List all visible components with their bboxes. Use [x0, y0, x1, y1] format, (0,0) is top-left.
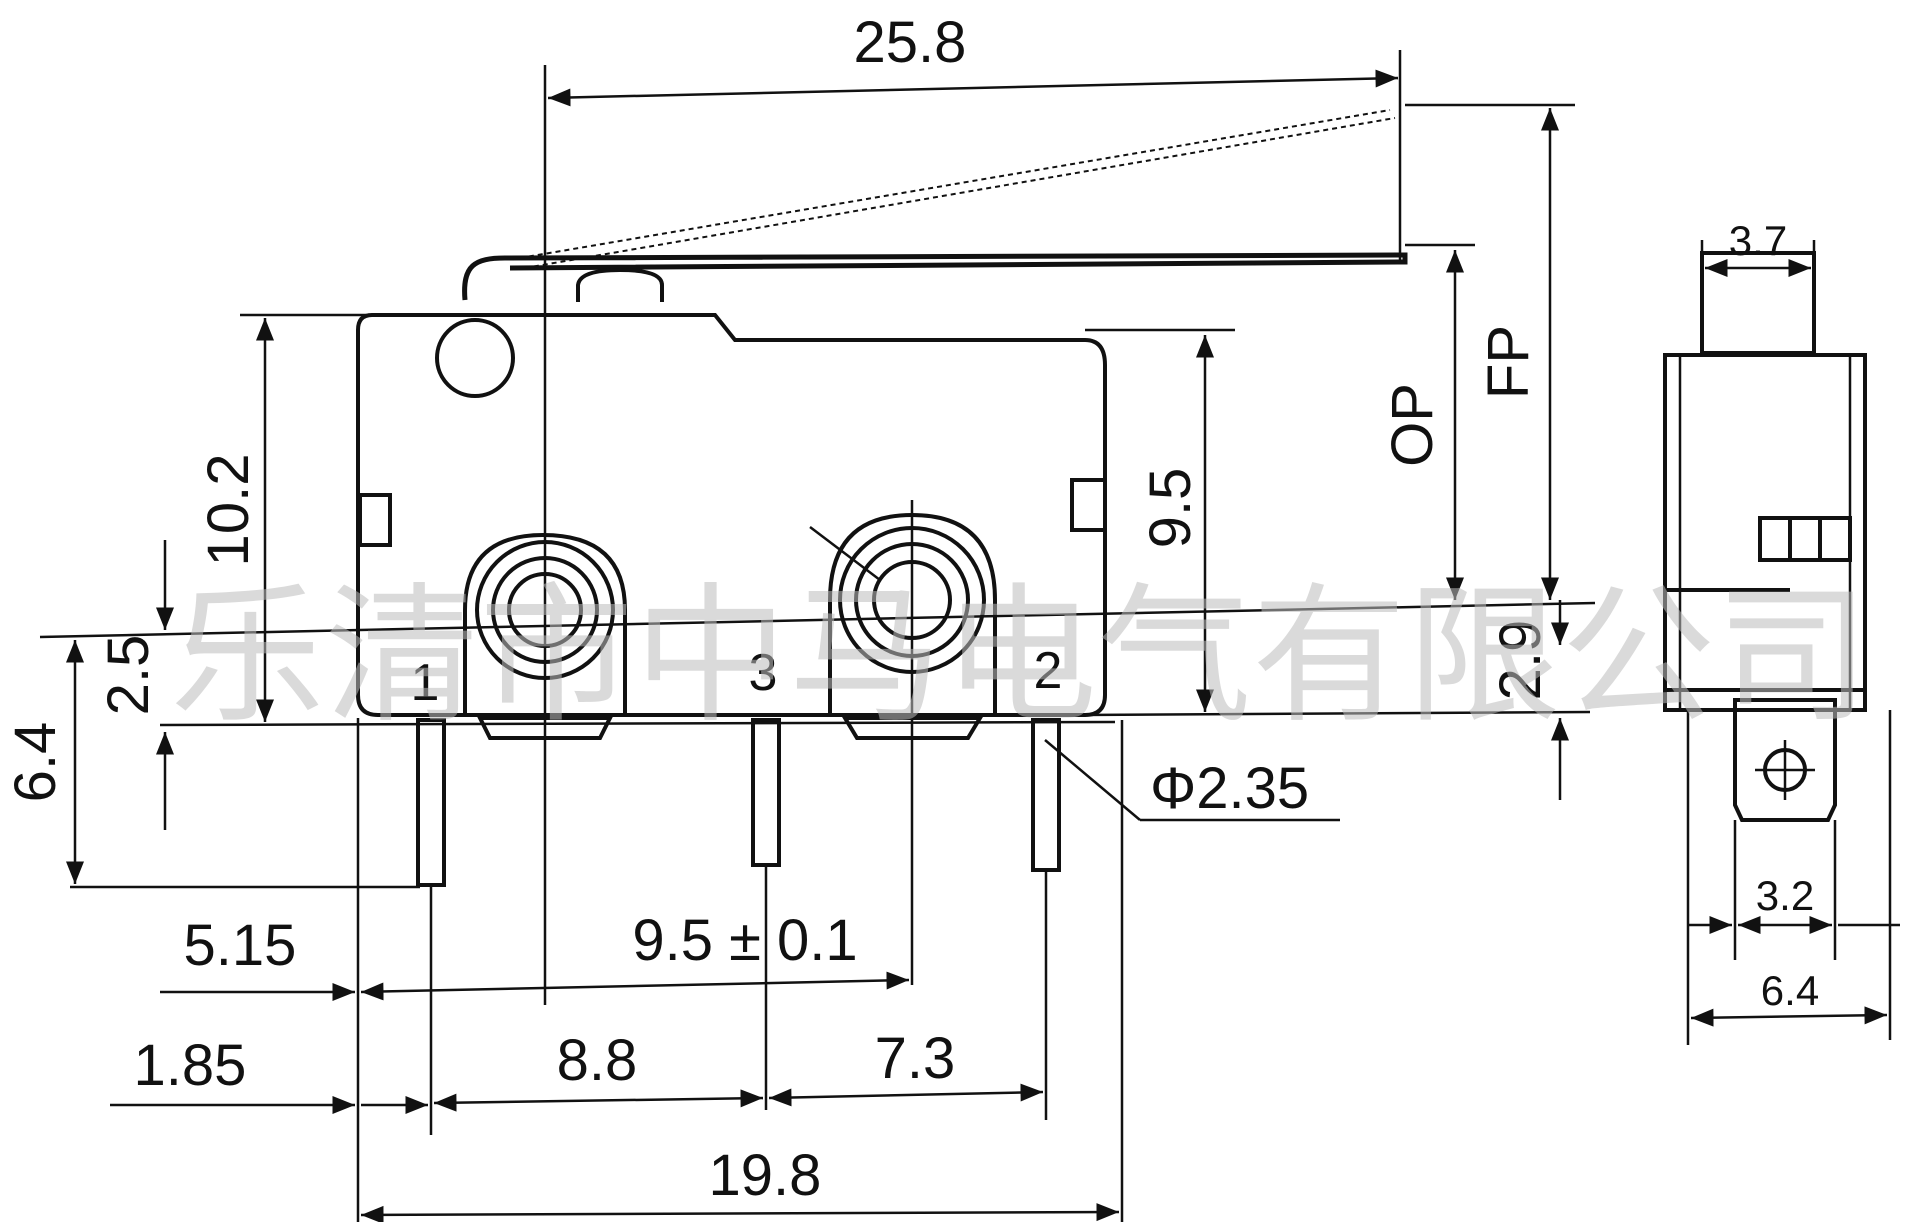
watermark-text: 乐清市中马电气有限公司: [170, 570, 1870, 744]
dim-pin3-to-pin2: 7.3: [875, 1026, 956, 1091]
side-body: [1663, 353, 1867, 712]
dim-actuator-width: 3.7: [1729, 217, 1787, 264]
plunger: [576, 267, 664, 302]
dim-pin1-to-pin3: 8.8: [557, 1028, 638, 1093]
pin-label-3: 3: [749, 644, 778, 702]
lever-free-position: [519, 109, 1391, 259]
dimension-lines: [66, 69, 1569, 1222]
label-op: OP: [1380, 383, 1445, 467]
dim-terminal-width: 3.2: [1756, 872, 1814, 919]
dim-left-to-pin1: 1.85: [134, 1033, 247, 1098]
dim-hole-diameter: Φ2.35: [1150, 756, 1309, 821]
mounting-boss-left: [463, 532, 627, 715]
label-fp: FP: [1476, 325, 1541, 399]
body-notch-right: [1070, 478, 1107, 532]
side-terminal: [1733, 698, 1837, 822]
dim-height-to-hole: 9.5: [1138, 468, 1203, 549]
dim-hole-pitch: 9.5 ± 0.1: [632, 908, 857, 973]
dim-hole-offset: 2.5: [96, 635, 161, 716]
extension-lines: [39, 50, 1596, 1222]
dim-pin-length: 6.4: [3, 722, 68, 803]
pin-1: [416, 718, 446, 887]
body-notch-left: [358, 493, 392, 547]
pin-label-1: 1: [411, 654, 440, 712]
side-view: [1663, 251, 1867, 822]
dim-overall-length: 25.8: [854, 10, 967, 75]
side-dimension-lines: [1686, 240, 1900, 1045]
dim-body-length: 19.8: [709, 1143, 822, 1208]
dim-body-height: 10.2: [196, 454, 261, 567]
lever-arm: [462, 252, 1408, 301]
lever-pivot: [435, 318, 515, 398]
dim-left-to-hole: 5.15: [184, 913, 297, 978]
dim-pin-stub: 2.9: [1488, 620, 1553, 701]
pin-label-2: 2: [1034, 642, 1063, 700]
dim-body-width: 6.4: [1761, 967, 1819, 1014]
